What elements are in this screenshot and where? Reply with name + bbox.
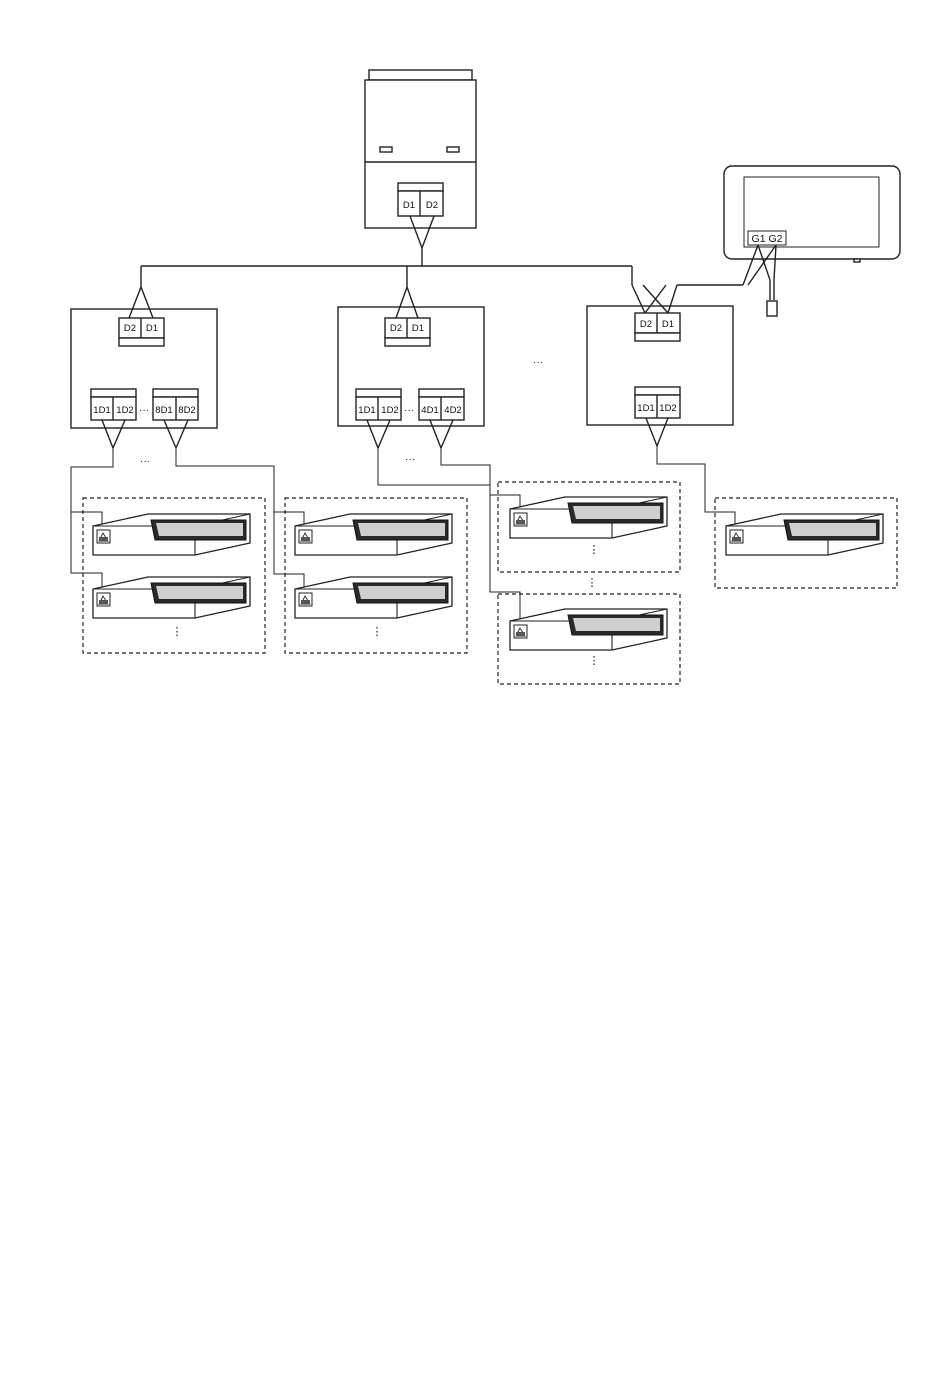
port-label: 4D2 bbox=[444, 405, 461, 416]
terminal-resistor bbox=[767, 301, 777, 316]
port-label: 1D1 bbox=[358, 405, 375, 416]
ellipsis: ··· bbox=[140, 456, 150, 467]
port-label: 1D2 bbox=[659, 403, 676, 414]
central-controller: G1 G2 bbox=[724, 166, 900, 316]
controller-terminal-label: G1 G2 bbox=[752, 233, 783, 245]
gateway-3: D2 D1 1D1 1D2 bbox=[587, 285, 733, 446]
terminal-label: D2 bbox=[124, 323, 136, 334]
port-label: 8D1 bbox=[155, 405, 172, 416]
indoor-unit bbox=[93, 514, 250, 555]
terminal-label: D1 bbox=[412, 323, 424, 334]
terminal-label: D2 bbox=[640, 319, 652, 330]
outdoor-unit-vent-left bbox=[380, 147, 392, 152]
outdoor-unit: D1 D2 bbox=[365, 70, 476, 248]
gateway-1: D2 D1 1D1 1D2 ··· 8D1 8D2 bbox=[71, 287, 217, 448]
terminal-label: D2 bbox=[390, 323, 402, 334]
terminal-label: D1 bbox=[403, 200, 415, 211]
outdoor-unit-vent-right bbox=[447, 147, 459, 152]
port-label: 1D1 bbox=[93, 405, 110, 416]
indoor-unit bbox=[295, 577, 452, 618]
indoor-unit bbox=[510, 497, 667, 538]
terminal-label: D1 bbox=[662, 319, 674, 330]
port-label: 1D2 bbox=[381, 405, 398, 416]
indoor-unit bbox=[510, 609, 667, 650]
main-bus bbox=[141, 248, 743, 287]
indoor-unit bbox=[295, 514, 452, 555]
terminal-label: D1 bbox=[146, 323, 158, 334]
indoor-unit bbox=[726, 514, 883, 555]
gateway-2: D2 D1 1D1 1D2 ··· 4D1 4D2 bbox=[338, 287, 484, 448]
ellipsis: ⋮ bbox=[589, 655, 600, 667]
port-label: 1D2 bbox=[116, 405, 133, 416]
ellipsis: ··· bbox=[139, 405, 149, 416]
port-label: 8D2 bbox=[178, 405, 195, 416]
ellipsis: ··· bbox=[404, 405, 414, 416]
port-label: 4D1 bbox=[421, 405, 438, 416]
outdoor-terminal-block: D1 D2 bbox=[398, 183, 443, 216]
ellipsis: ⋮ bbox=[587, 577, 598, 589]
ellipsis: ⋮ bbox=[372, 626, 383, 638]
ellipsis: ⋮ bbox=[172, 626, 183, 638]
ellipsis: ··· bbox=[533, 357, 543, 368]
ellipsis: ··· bbox=[405, 454, 415, 465]
indoor-unit bbox=[93, 577, 250, 618]
indoor-units bbox=[93, 497, 883, 650]
port-label: 1D1 bbox=[637, 403, 654, 414]
ellipsis: ⋮ bbox=[589, 544, 600, 556]
terminal-label: D2 bbox=[426, 200, 438, 211]
outdoor-unit-top bbox=[369, 70, 472, 80]
